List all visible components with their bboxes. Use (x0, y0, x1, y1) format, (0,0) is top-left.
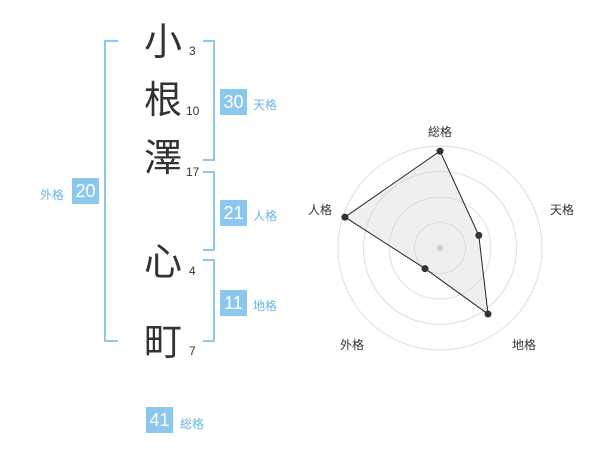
chikaku-label: 地格 (253, 299, 278, 313)
chikaku-bracket (203, 259, 215, 342)
radar-center-dot (437, 245, 443, 251)
name-char-3: 澤 (143, 136, 182, 180)
name-char-5: 町 (143, 320, 182, 364)
name-char-4: 心 (143, 240, 182, 284)
radar-ring-4 (337, 145, 543, 351)
radar-point-0 (436, 147, 444, 155)
radar-axis-label-gaikaku: 外格 (340, 338, 365, 352)
soukaku-value: 41 (146, 407, 173, 433)
stroke-count-3: 17 (186, 165, 200, 179)
stroke-count-5: 7 (189, 344, 196, 358)
name-char-2: 根 (143, 78, 182, 122)
radar-ring-2 (388, 196, 492, 300)
stroke-count-4: 4 (189, 264, 196, 278)
chikaku-value: 11 (220, 290, 247, 316)
jinkaku-label: 人格 (253, 209, 278, 223)
radar-axis-label-jinkaku: 人格 (308, 203, 333, 217)
soukaku-label: 総格 (180, 417, 205, 431)
radar-polygon (344, 150, 489, 316)
gaikaku-bracket (104, 40, 118, 342)
radar-point-2 (484, 310, 492, 318)
radar-point-3 (421, 265, 429, 273)
radar-axis-label-chikaku: 地格 (512, 338, 537, 352)
radar-ring-1 (414, 222, 466, 274)
radar-axis-label-tenkaku: 天格 (550, 203, 575, 217)
tenkaku-label: 天格 (253, 98, 278, 112)
tenkaku-value: 30 (220, 89, 247, 115)
radar-point-4 (341, 213, 349, 221)
gaikaku-label: 外格 (40, 188, 65, 202)
radar-ring-3 (363, 171, 517, 325)
tenkaku-bracket (203, 40, 215, 161)
jinkaku-value: 21 (220, 200, 247, 226)
name-char-1: 小 (143, 20, 182, 64)
stroke-count-1: 3 (189, 44, 196, 58)
gaikaku-value: 20 (72, 178, 99, 204)
radar-point-1 (475, 231, 483, 239)
jinkaku-bracket (203, 171, 215, 251)
radar-axis-label-soukaku: 総格 (428, 125, 453, 139)
stroke-count-2: 10 (186, 104, 200, 118)
